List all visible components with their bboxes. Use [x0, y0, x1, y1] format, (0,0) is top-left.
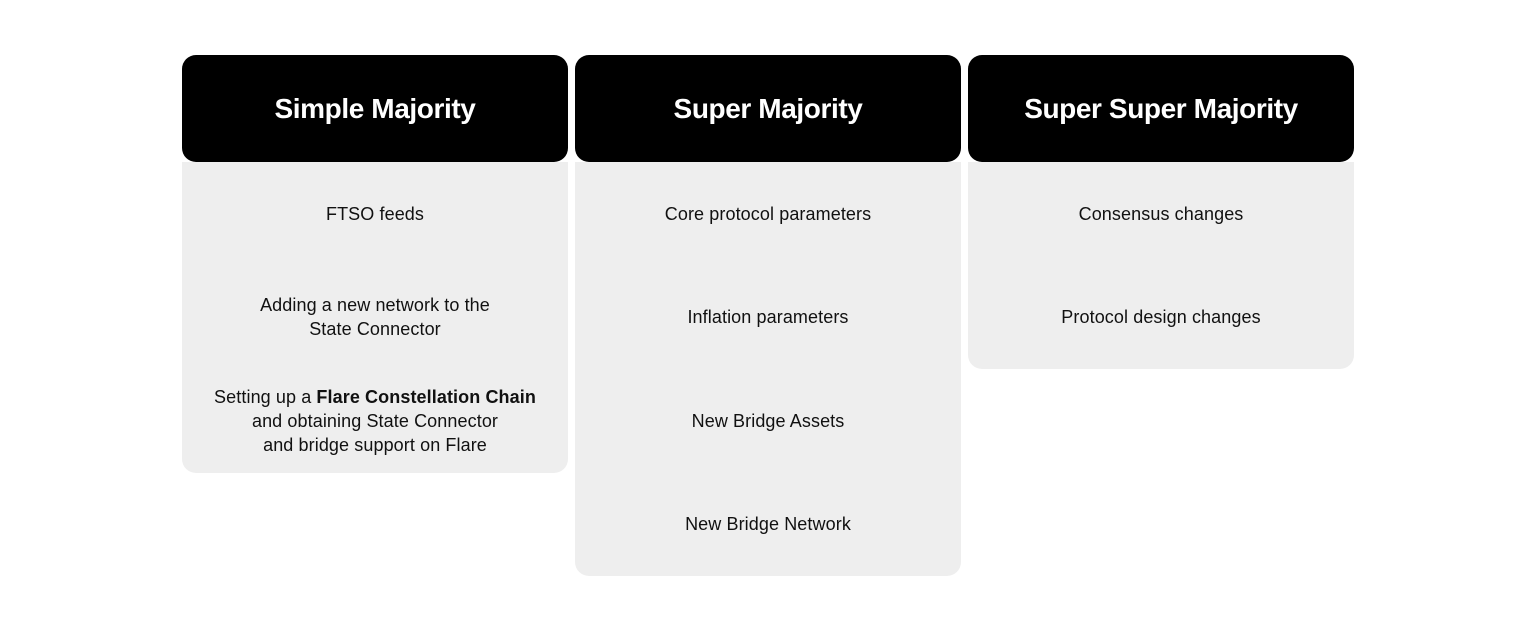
list-item: Consensus changes — [968, 162, 1354, 266]
card-body-super-super-majority: Consensus changes Protocol design change… — [968, 162, 1354, 369]
list-item: New Bridge Network — [575, 473, 961, 577]
text-segment: FTSO feeds — [325, 203, 425, 224]
text-segment: and obtaining State Connector — [251, 410, 499, 431]
item-line: New Bridge Assets — [692, 409, 845, 433]
card-header: Super Majority — [575, 55, 961, 162]
list-item: Protocol design changes — [968, 266, 1354, 370]
item-line: State Connector — [309, 317, 441, 341]
item-line: Consensus changes — [1079, 202, 1244, 226]
item-line: and bridge support on Flare — [263, 433, 487, 457]
list-item: Core protocol parameters — [575, 162, 961, 266]
card-title: Super Super Majority — [1024, 92, 1298, 124]
text-segment: State Connector — [309, 319, 441, 340]
text-segment: and bridge support on Flare — [263, 434, 487, 455]
text-segment-bold: Flare Constellation Chain — [316, 386, 536, 407]
card-super-majority: Super Majority Core protocol parameters … — [575, 55, 961, 576]
text-segment: Inflation parameters — [687, 307, 849, 328]
item-line: Adding a new network to the — [260, 293, 490, 317]
list-item: Inflation parameters — [575, 266, 961, 370]
item-line: and obtaining State Connector — [252, 409, 498, 433]
item-line: Protocol design changes — [1061, 305, 1260, 329]
item-line: FTSO feeds — [326, 202, 424, 226]
card-header: Super Super Majority — [968, 55, 1354, 162]
list-item: New Bridge Assets — [575, 369, 961, 473]
majority-columns: Simple Majority FTSO feeds Adding a new … — [182, 55, 1354, 576]
item-line: Setting up a Flare Constellation Chain — [214, 385, 536, 409]
text-segment: New Bridge Assets — [691, 410, 845, 431]
card-header: Simple Majority — [182, 55, 568, 162]
text-segment: Protocol design changes — [1061, 307, 1261, 328]
item-line: New Bridge Network — [685, 512, 851, 536]
card-body-super-majority: Core protocol parameters Inflation param… — [575, 162, 961, 576]
text-segment: Core protocol parameters — [664, 203, 872, 224]
text-segment: New Bridge Network — [685, 514, 851, 535]
item-line: Core protocol parameters — [665, 202, 872, 226]
card-super-super-majority: Super Super Majority Consensus changes P… — [968, 55, 1354, 369]
card-title: Super Majority — [673, 92, 863, 124]
text-segment: Adding a new network to the — [260, 295, 490, 316]
card-simple-majority: Simple Majority FTSO feeds Adding a new … — [182, 55, 568, 473]
text-segment: Consensus changes — [1078, 203, 1244, 224]
text-segment: Setting up a — [214, 386, 317, 407]
card-title: Simple Majority — [274, 92, 476, 124]
list-item: FTSO feeds — [182, 162, 568, 266]
item-line: Inflation parameters — [687, 305, 848, 329]
